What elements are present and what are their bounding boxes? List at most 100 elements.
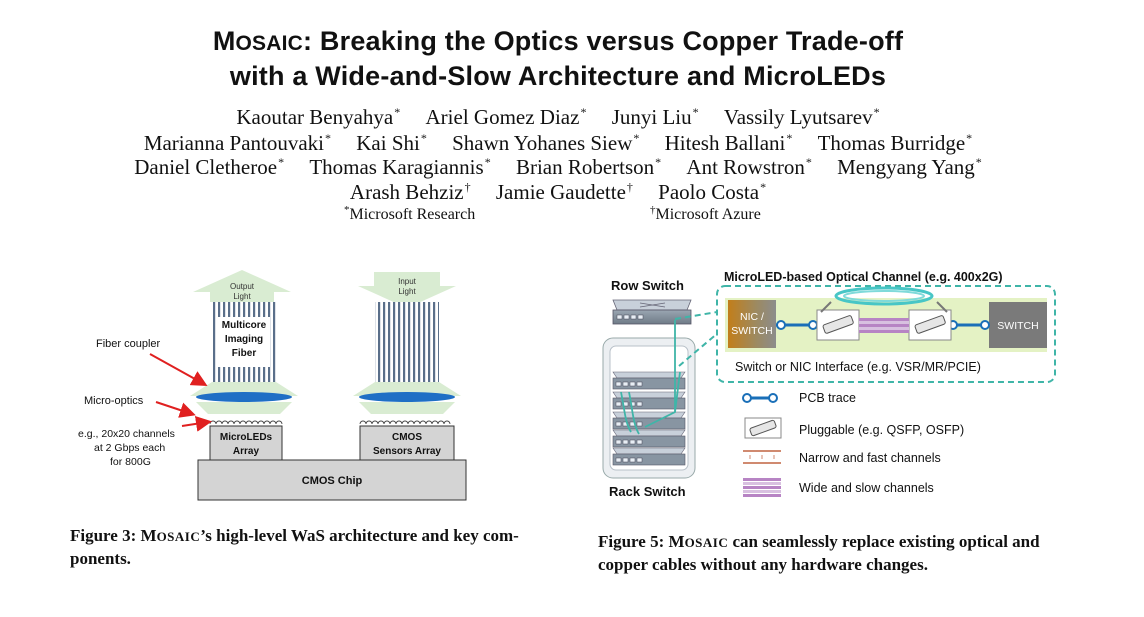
caption-line2: copper cables without any hardware chang… — [598, 555, 928, 574]
title-rest: : Breaking the Optics versus Copper Trad… — [303, 26, 904, 56]
wide-slow-channel — [859, 318, 909, 333]
fiber-cable-loop-inner — [843, 290, 925, 302]
rack-switch-body — [612, 417, 686, 430]
fiber-cable-loop — [834, 286, 934, 306]
callout-line-2 — [674, 311, 718, 320]
switch-port — [615, 401, 622, 407]
author: Junyi Liu* — [611, 105, 699, 129]
rack-switch-devices — [612, 371, 686, 466]
author-row-3: Daniel Cletheroe* Thomas Karagiannis* Br… — [0, 155, 1116, 180]
legend-narrow-fast: Narrow and fast channels — [799, 451, 941, 465]
microlens — [437, 420, 445, 425]
switch-port — [629, 401, 636, 407]
legend-pcb-trace: PCB trace — [799, 391, 856, 405]
microlens-row-left — [209, 420, 283, 425]
microlens — [221, 420, 229, 425]
legend-pluggable: Pluggable (e.g. QSFP, OSFP) — [799, 423, 964, 437]
microlens — [209, 420, 217, 425]
affiliation-azure: †Microsoft Azure — [650, 204, 761, 223]
fiber-label-3: Fiber — [232, 348, 257, 359]
cmos-chip-label: CMOS Chip — [302, 475, 363, 487]
author: Thomas Burridge* — [817, 131, 973, 155]
rack-switch-body — [612, 377, 686, 390]
channels-note-line1: e.g., 20x20 channels — [78, 428, 175, 440]
pluggable-right — [908, 309, 952, 341]
microlens — [359, 420, 367, 425]
microlens — [227, 420, 235, 425]
author-row-1: Kaoutar Benyahya* Ariel Gomez Diaz* Juny… — [0, 105, 1116, 130]
fiber-label: Multicore — [222, 320, 267, 331]
figure-5-diagram: Row Switch Rack Switch MicroLED-based Op… — [602, 270, 1056, 499]
output-light-label: Output — [230, 282, 255, 291]
microlens — [389, 420, 397, 425]
author: Hitesh Ballani* — [664, 131, 793, 155]
channels-note-line2: at 2 Gbps each — [94, 442, 165, 454]
rack-switch-body — [612, 397, 686, 410]
microlens — [383, 420, 391, 425]
author-row-2: Marianna Pantouvaki* Kai Shi* Shawn Yoha… — [0, 131, 1116, 156]
switch-port — [630, 314, 637, 320]
switch-port — [622, 439, 629, 445]
author: Arash Behziz† — [349, 180, 471, 204]
rack-switch-ports — [615, 439, 643, 445]
switch-port — [622, 457, 629, 463]
pcb-trace-left — [776, 320, 818, 330]
switch-port — [623, 314, 630, 320]
interface-label: Switch or NIC Interface (e.g. VSR/MR/PCI… — [735, 360, 981, 374]
cmos-sensors-label: CMOS — [392, 432, 422, 443]
switch-port — [637, 314, 644, 320]
figure-3-diagram: Output Light Multicore Imaging Fiber Inp… — [78, 270, 467, 501]
cmos-sensors-label-2: Sensors Array — [373, 446, 441, 457]
microlens — [419, 420, 427, 425]
switch-label: SWITCH — [997, 320, 1038, 332]
microlens — [275, 420, 283, 425]
author: Ant Rowstron* — [686, 155, 812, 179]
input-light-arrow — [358, 272, 456, 308]
cone-lower-right — [359, 402, 455, 414]
author: Thomas Karagiannis* — [309, 155, 491, 179]
switch-port — [615, 381, 622, 387]
input-light-label-2: Light — [398, 287, 416, 296]
microlens — [377, 420, 385, 425]
microlens — [365, 420, 373, 425]
microlens — [407, 420, 415, 425]
cmos-sensors-array — [359, 425, 455, 461]
microlens — [263, 420, 271, 425]
microleds-label-2: Array — [233, 446, 260, 457]
affiliation-research: *Microsoft Research — [344, 204, 476, 223]
microleds-label: MicroLEDs — [220, 432, 273, 443]
author: Ariel Gomez Diaz* — [425, 105, 587, 129]
switch-port — [615, 421, 622, 427]
rack-switch-top — [612, 447, 686, 455]
nic-switch-label: NIC / — [740, 311, 764, 323]
fiber-coupler-left — [190, 382, 298, 396]
microlens — [245, 420, 253, 425]
author: Kaoutar Benyahya* — [236, 105, 401, 129]
narrow-fast-channels-icon — [743, 450, 781, 464]
rack-switch-ports — [615, 381, 643, 387]
callout-line — [678, 331, 720, 367]
switch-port — [636, 381, 643, 387]
caption-line1: ’s high-level WaS architecture and key c… — [200, 526, 519, 545]
row-switch-label: Row Switch — [611, 278, 684, 293]
switch-port — [629, 457, 636, 463]
author-row-4: Arash Behziz† Jamie Gaudette† Paolo Cost… — [0, 180, 1116, 205]
input-light-label: Input — [398, 277, 417, 286]
fiber-cable-ends — [820, 301, 948, 313]
fiber-coupler-label: Fiber coupler — [96, 338, 161, 350]
microlens — [215, 420, 223, 425]
switch-port — [629, 381, 636, 387]
rack-switch-top — [612, 429, 686, 437]
figure-3-caption: Figure 3: MOSAIC’s high-level WaS archit… — [70, 525, 580, 570]
legend: PCB trace Pluggable (e.g. QSFP, OSFP) Na… — [742, 391, 964, 497]
channel-title: MicroLED-based Optical Channel (e.g. 400… — [724, 270, 1003, 284]
switch-port — [636, 401, 643, 407]
author: Kai Shi* — [356, 131, 427, 155]
cone-lower-left — [196, 402, 292, 414]
caption-line2: ponents. — [70, 549, 131, 568]
author: Mengyang Yang* — [837, 155, 982, 179]
switch-block — [989, 302, 1047, 348]
micro-optics-lens-right — [359, 392, 455, 402]
row-switch-device — [612, 299, 692, 325]
cmos-chip — [197, 459, 467, 501]
